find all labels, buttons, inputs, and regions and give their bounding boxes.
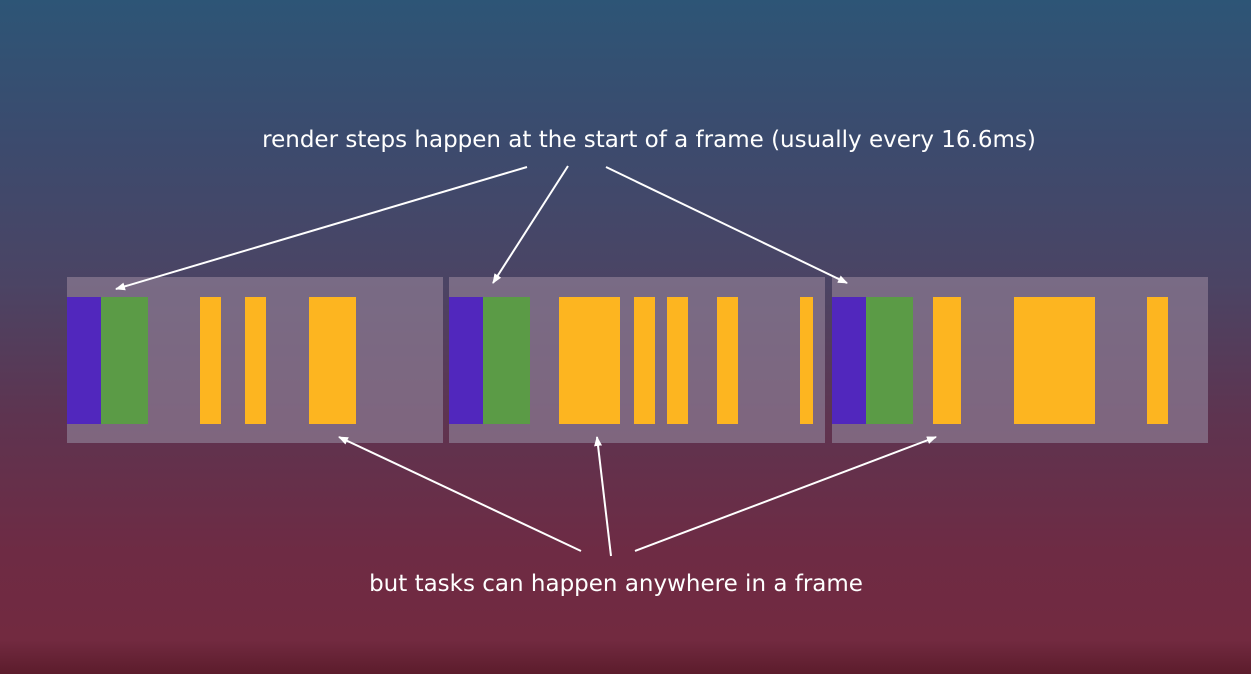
style-render-block: [832, 297, 866, 424]
arrow-to-frame-3-tasks: [634, 436, 937, 552]
tasks-caption: but tasks can happen anywhere in a frame: [369, 571, 863, 597]
layout-render-block: [866, 297, 913, 424]
arrow-to-frame-3-render: [605, 166, 848, 284]
style-render-block: [449, 297, 483, 424]
task-block: [200, 297, 221, 424]
task-arrows: [338, 436, 937, 557]
arrow-to-frame-1-render: [115, 166, 528, 291]
render-arrows: [115, 165, 848, 291]
arrow-to-frame-2-tasks: [594, 436, 612, 557]
frame-3: [832, 277, 1208, 443]
task-block: [667, 297, 688, 424]
frame-1: [67, 277, 443, 443]
layout-render-block: [483, 297, 530, 424]
task-block: [933, 297, 961, 424]
arrow-to-frame-1-tasks: [338, 436, 582, 552]
style-render-block: [67, 297, 101, 424]
task-block: [1147, 297, 1168, 424]
arrow-to-frame-2-render: [492, 165, 569, 284]
task-block: [634, 297, 655, 424]
render-steps-caption: render steps happen at the start of a fr…: [262, 127, 1036, 153]
task-block: [245, 297, 266, 424]
task-block: [309, 297, 356, 424]
frame-2: [449, 277, 825, 443]
layout-render-block: [101, 297, 148, 424]
task-block: [1014, 297, 1095, 424]
task-block: [559, 297, 620, 424]
task-block: [717, 297, 738, 424]
task-block: [800, 297, 813, 424]
